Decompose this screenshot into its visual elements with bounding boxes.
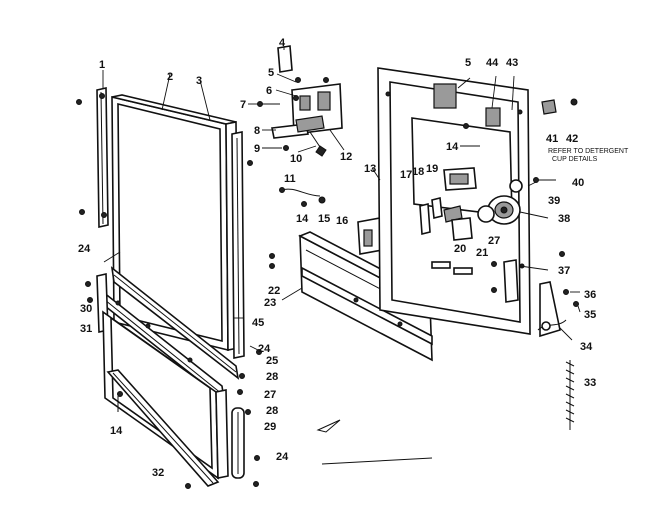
part-8-part-10-linkage (271, 115, 327, 157)
part-20-bracket (451, 217, 473, 241)
callout-label: 16 (336, 215, 348, 227)
callout-label: 2 (167, 71, 173, 83)
part-34-hinge-arm (537, 281, 567, 338)
callout-label: 4 (279, 37, 286, 49)
part-1-side-strip (96, 87, 109, 228)
callout-label: 40 (572, 177, 584, 189)
part-29-right-post (231, 407, 245, 479)
callout-label: 27 (264, 389, 276, 401)
part-16-bracket (357, 217, 383, 255)
part-19-dispenser (443, 167, 477, 191)
callout-label: 5 (465, 57, 471, 69)
stray-lines (117, 396, 433, 465)
callout-label: 14 (110, 425, 123, 437)
part-39-bracket (509, 179, 523, 193)
callout-label: 19 (426, 163, 438, 175)
callout-label: 39 (548, 195, 560, 207)
callout-label: 31 (80, 323, 92, 335)
callout-labels: 1 2 3 4 5 5 6 7 8 9 10 11 12 13 14 14 14… (78, 37, 596, 479)
callout-label: 41 (546, 133, 558, 145)
callout-label: 38 (558, 213, 570, 225)
callout-label: 35 (584, 309, 596, 321)
callout-label: 21 (476, 247, 488, 259)
part-40-screw (533, 177, 556, 183)
part-25-lower-channel (110, 266, 240, 380)
part-4-latch-plate (277, 45, 293, 73)
callout-label: 22 (268, 285, 280, 297)
part-38-rinse-cup (487, 195, 521, 225)
part-27-knob (477, 205, 495, 223)
part-22-screws (269, 253, 275, 269)
callout-label: 42 (566, 133, 578, 145)
callout-label: 6 (266, 85, 272, 97)
callout-label: 14 (296, 213, 309, 225)
part-11-cable (279, 187, 326, 207)
detergent-cup-note: REFER TO DETERGENT CUP DETAILS (548, 148, 629, 163)
part-7-screw (257, 101, 280, 107)
callout-label: 24 (276, 451, 289, 463)
part-36-35-screws (563, 289, 579, 307)
callout-label: 34 (580, 341, 593, 353)
part-41-42-cap (541, 98, 578, 115)
part-2-door-panel (111, 94, 239, 352)
callout-label: 25 (266, 355, 278, 367)
callout-label: 28 (266, 405, 278, 417)
note-line-2: CUP DETAILS (552, 156, 598, 163)
callout-label: 18 (412, 166, 424, 178)
callout-label: 36 (584, 289, 596, 301)
part-45-side-trim (231, 131, 245, 359)
callout-label: 7 (240, 99, 246, 111)
callout-label: 32 (152, 467, 164, 479)
screw-9-right (247, 160, 253, 166)
note-line-1: REFER TO DETERGENT (548, 148, 629, 155)
part-33-spring (565, 360, 575, 430)
small-screws-lower (117, 349, 262, 489)
part-21-screw (491, 251, 565, 267)
screw-left-upper (76, 99, 85, 215)
part-37-bracket (503, 259, 525, 303)
callout-label: 24 (78, 243, 91, 255)
callout-label: 11 (284, 173, 296, 185)
callout-label: 29 (264, 421, 276, 433)
callout-label: 24 (258, 343, 271, 355)
callout-label: 14 (446, 141, 459, 153)
part-28-front-panel (102, 310, 229, 480)
callout-label: 43 (506, 57, 518, 69)
callout-label: 13 (364, 163, 376, 175)
callout-label: 3 (196, 75, 202, 87)
callout-label: 23 (264, 297, 276, 309)
callout-label: 28 (266, 371, 278, 383)
part-17-18-arms (419, 197, 463, 236)
callout-label: 10 (290, 153, 302, 165)
callout-label: 9 (254, 143, 260, 155)
leader-lines (102, 46, 581, 351)
callout-label: 8 (254, 125, 260, 137)
part-32-bottom-rail (106, 369, 220, 487)
callout-label: 17 (400, 169, 412, 181)
callout-label: 20 (454, 243, 466, 255)
callout-label: 45 (252, 317, 264, 329)
part-13-inner-liner (377, 67, 531, 335)
callout-label: 12 (340, 151, 352, 163)
callout-label: 37 (558, 265, 570, 277)
callout-label: 30 (80, 303, 92, 315)
callout-label: 15 (318, 213, 330, 225)
callout-label: 1 (99, 59, 105, 71)
callout-label: 44 (486, 57, 499, 69)
callout-label: 27 (488, 235, 500, 247)
callout-label: 5 (268, 67, 274, 79)
callout-label: 33 (584, 377, 596, 389)
